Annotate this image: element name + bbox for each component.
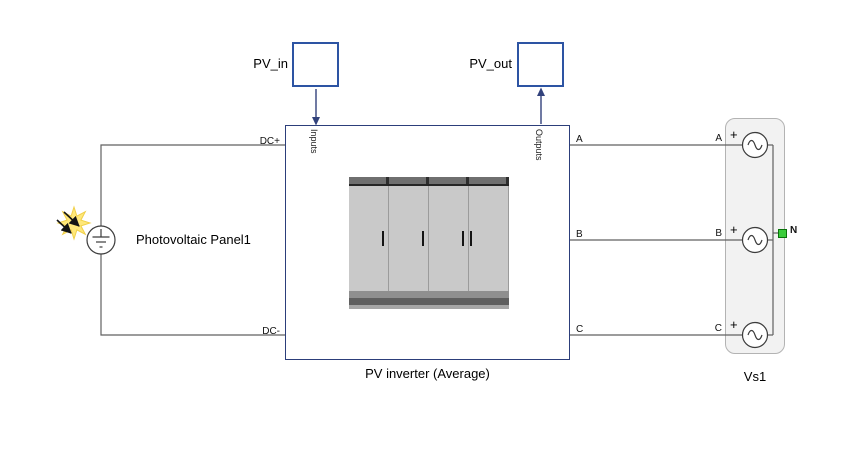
signal-line-pvout[interactable] <box>537 87 545 125</box>
cabinet-handle-3 <box>462 231 464 246</box>
wire-panel-to-dcminus[interactable] <box>100 254 285 336</box>
vs1-ac-source-symbols <box>741 131 769 349</box>
sine-wave-icon <box>747 329 763 341</box>
sun-glow-icon <box>56 205 92 241</box>
pv-inverter-block[interactable]: Inputs Outputs <box>285 125 570 360</box>
port-label-c: C <box>576 324 584 335</box>
pv-panel-label: Photovoltaic Panel1 <box>136 232 251 247</box>
pvin-tap-block[interactable] <box>292 42 339 87</box>
cabinet-handle-2 <box>422 231 424 246</box>
vs1-label: Vs1 <box>743 369 767 384</box>
cabinet-top-band <box>349 177 509 186</box>
vs1-port-label-b: B <box>715 228 722 239</box>
wire-panel-to-dcplus[interactable] <box>100 144 285 226</box>
sine-wave-icon <box>747 139 763 151</box>
cabinet-bottom-band-2 <box>349 298 509 305</box>
cabinet-handle-4 <box>470 231 472 246</box>
pv-source-circle-icon <box>86 225 116 255</box>
vs1-port-label-a: A <box>715 133 722 144</box>
port-label-a: A <box>576 134 583 145</box>
port-label-dc-minus: DC- <box>262 326 280 337</box>
vs1-port-label-c: C <box>714 323 722 334</box>
port-label-b: B <box>576 229 583 240</box>
vs1-plus-a: + <box>730 127 738 142</box>
signal-line-pvin[interactable] <box>312 89 320 126</box>
pvout-tap-block[interactable] <box>517 42 564 87</box>
sun-ray-arrow-icon <box>63 211 80 227</box>
pvin-tap-label: PV_in <box>253 56 288 71</box>
vs1-plus-b: + <box>730 222 738 237</box>
pvout-tap-label: PV_out <box>469 56 512 71</box>
inverter-cabinet-image <box>349 177 509 309</box>
cabinet-doors <box>349 186 509 291</box>
vs1-port-label-n: N <box>790 225 798 236</box>
vs1-neutral-port-square[interactable] <box>778 229 787 238</box>
pv-inverter-label: PV inverter (Average) <box>365 366 490 381</box>
sine-wave-icon <box>747 234 763 246</box>
vs1-neutral-bus <box>767 144 779 336</box>
pv-panel-block[interactable] <box>56 205 116 255</box>
cabinet-bottom-band-3 <box>349 305 509 309</box>
port-label-dc-plus: DC+ <box>259 136 280 147</box>
cabinet-handle-1 <box>382 231 384 246</box>
cabinet-bottom-band-1 <box>349 291 509 298</box>
vs1-plus-c: + <box>730 317 738 332</box>
sun-ray-arrow-icon <box>56 219 72 234</box>
